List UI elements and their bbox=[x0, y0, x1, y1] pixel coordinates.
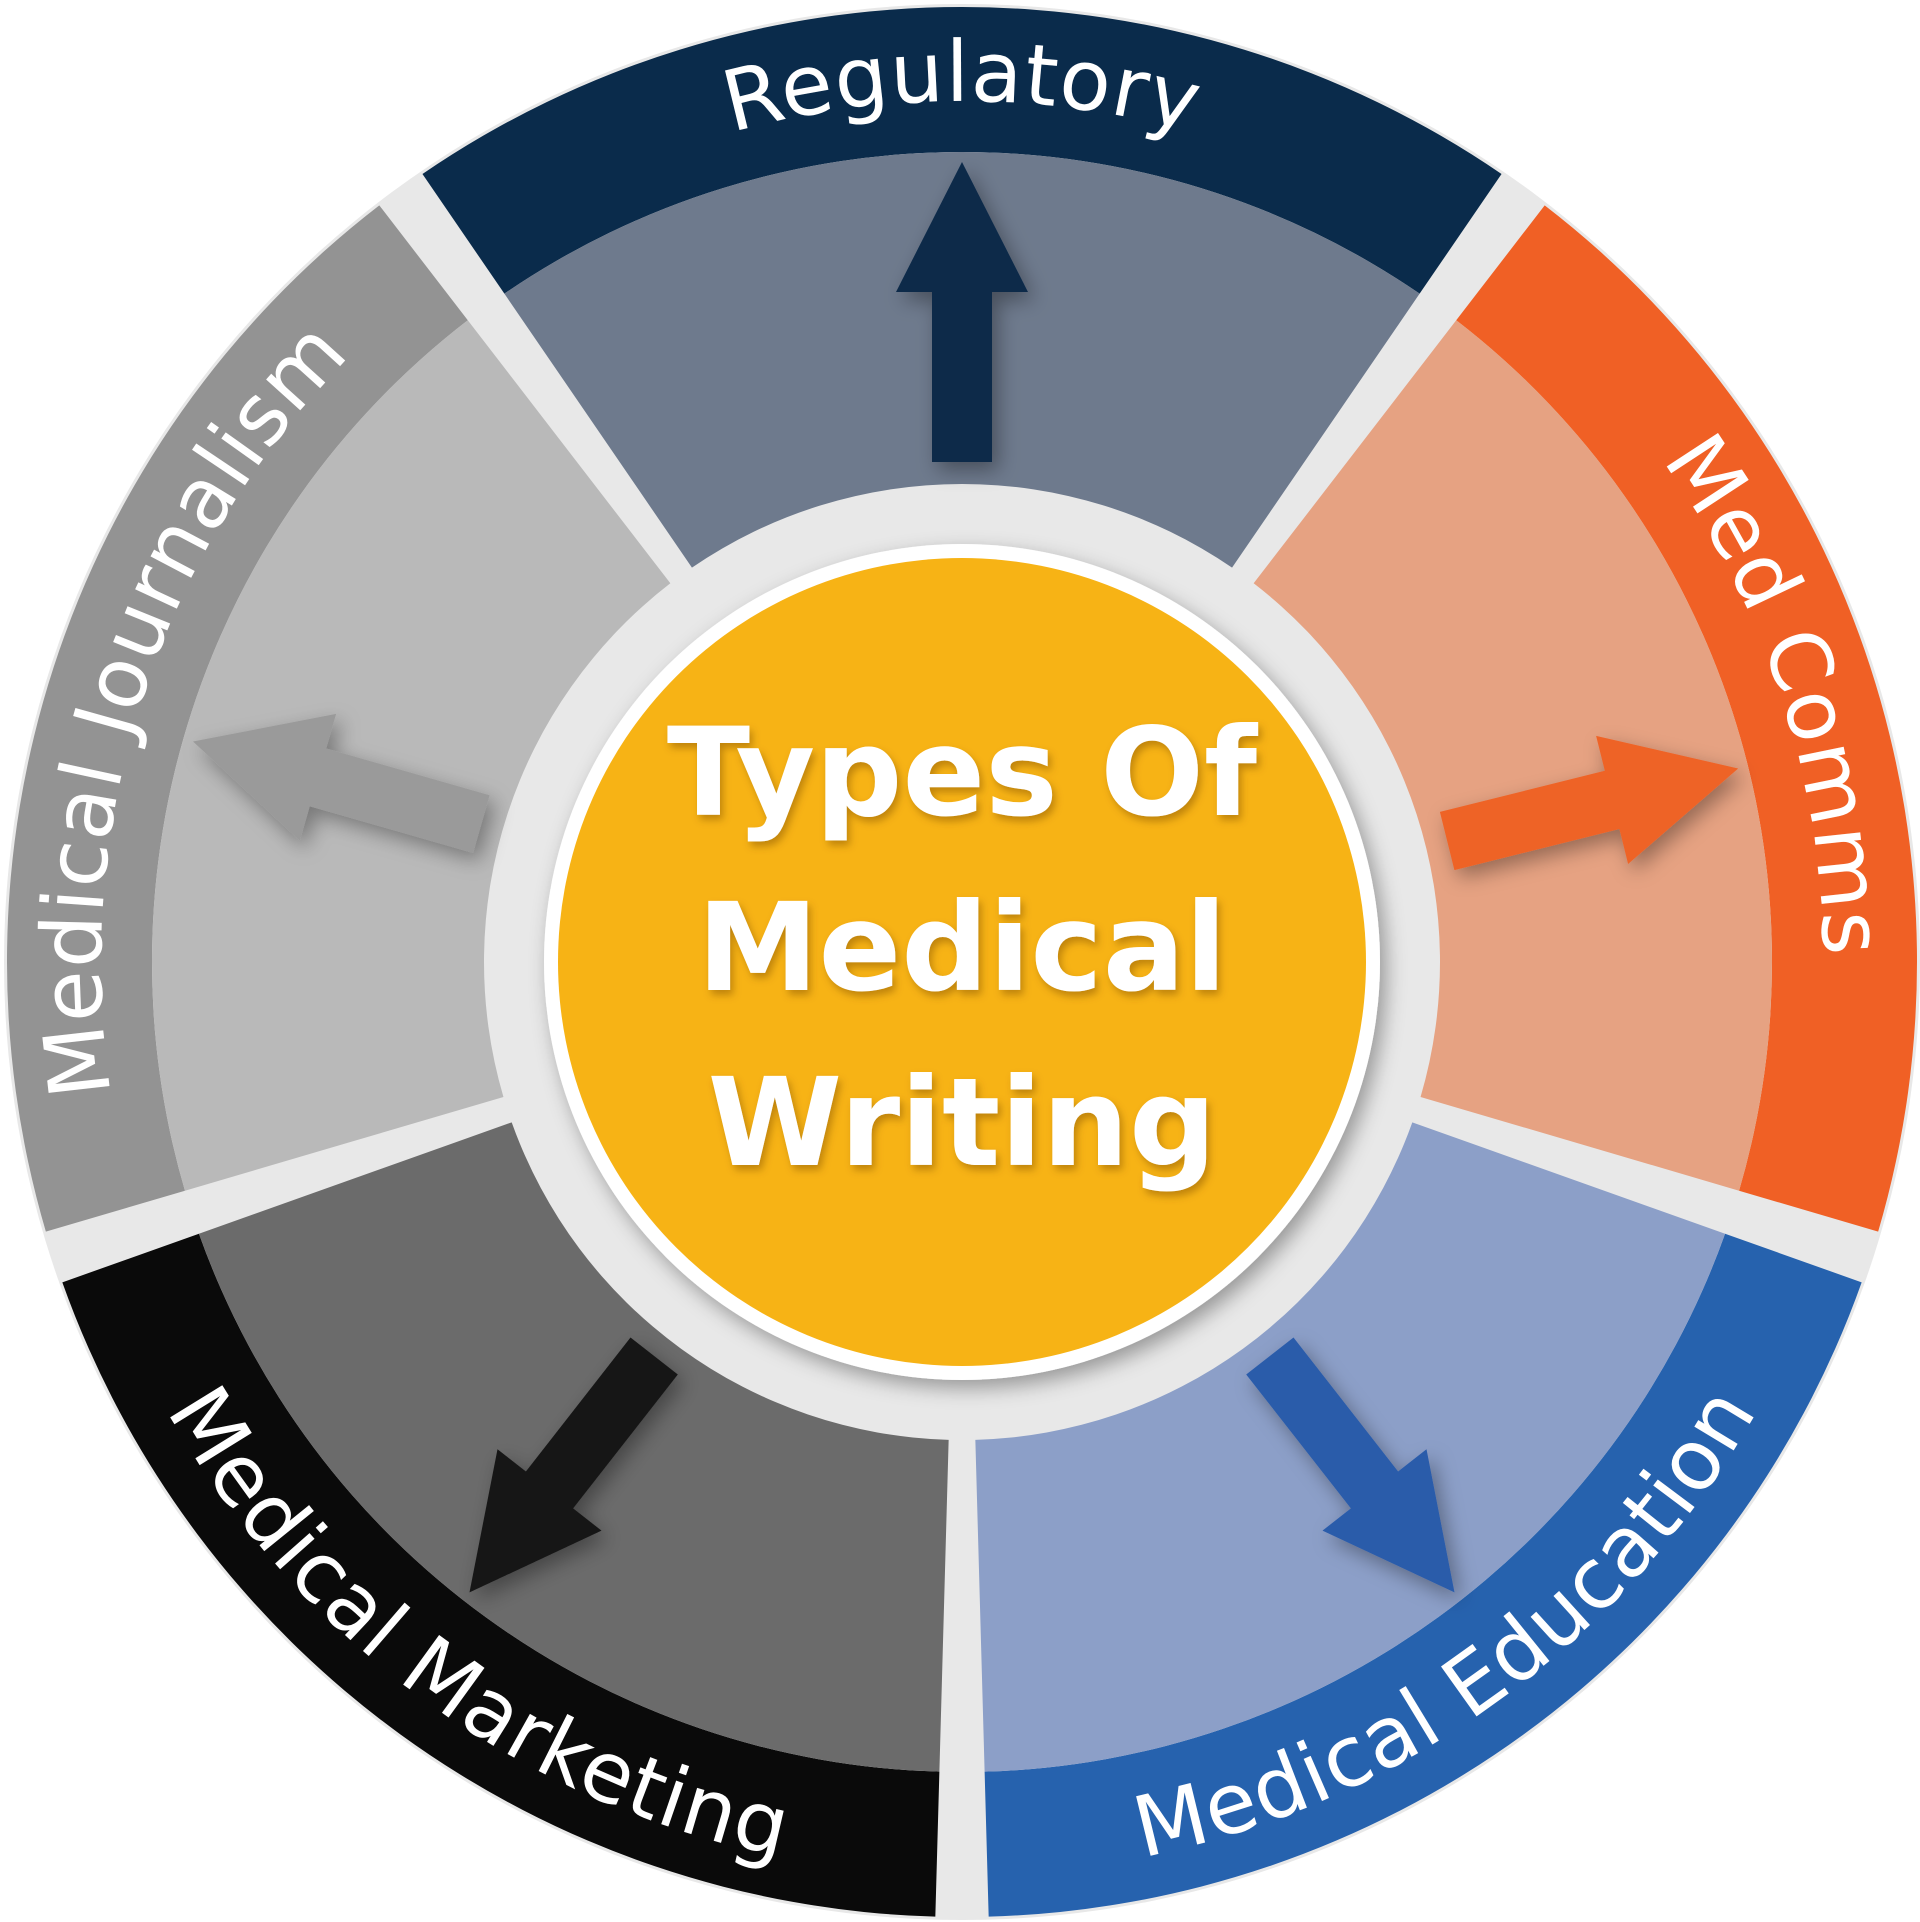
center-title-line-2: Medical bbox=[697, 877, 1227, 1019]
segment-band-regulatory bbox=[422, 6, 1502, 294]
segment-band-med-comms bbox=[1456, 205, 1917, 1232]
center-title-line-3: Writing bbox=[708, 1052, 1217, 1194]
center-hub: Types Of Medical Writing bbox=[544, 544, 1380, 1380]
segment-body-med-comms bbox=[1253, 320, 1772, 1191]
center-hub-fill bbox=[558, 558, 1366, 1366]
segment-band-medical-education bbox=[984, 1233, 1862, 1917]
arrow-medical-education bbox=[1246, 1337, 1455, 1593]
arrow-medical-journalism bbox=[193, 713, 490, 853]
segment-body-medical-journalism bbox=[151, 320, 671, 1191]
segment-band-medical-marketing bbox=[62, 1233, 940, 1917]
center-title-line-1: Types Of bbox=[667, 702, 1259, 844]
arrow-regulatory bbox=[896, 162, 1028, 462]
arrows-layer bbox=[193, 162, 1739, 1593]
arrow-med-comms bbox=[1439, 735, 1739, 871]
arrow-medical-marketing bbox=[469, 1337, 678, 1593]
segment-band-medical-journalism bbox=[6, 205, 468, 1232]
